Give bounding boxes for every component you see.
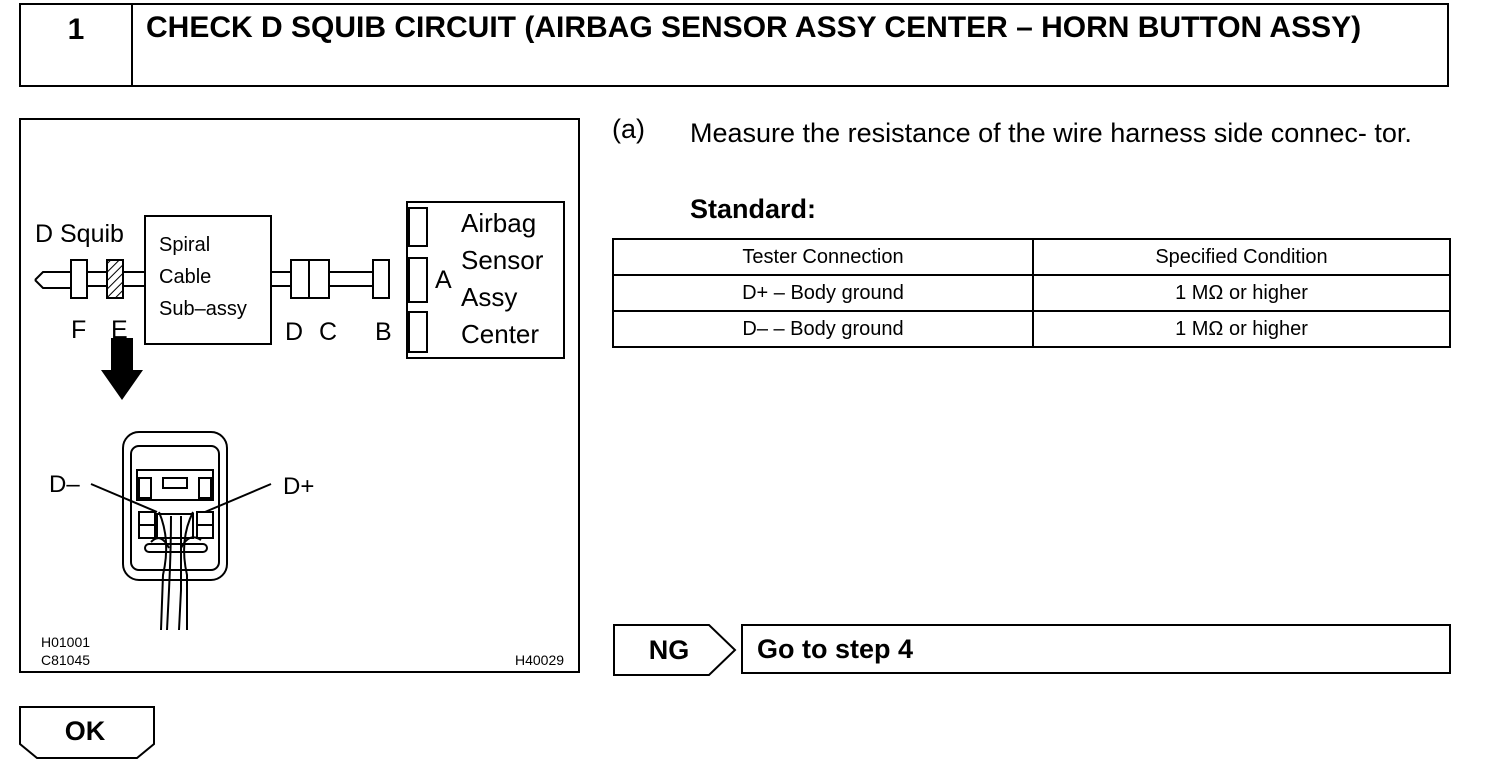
spiral-cable-box <box>144 215 272 345</box>
squib-label: D Squib <box>35 220 124 248</box>
ng-label: NG <box>649 635 690 665</box>
ok-tag: OK <box>19 706 155 759</box>
instruction-letter: (a) <box>612 114 645 144</box>
table-row: D– – Body ground 1 MΩ or higher <box>612 310 1451 348</box>
sensor-line-4: Center <box>461 319 539 349</box>
connector-face-icon <box>122 431 228 631</box>
spiral-line-3: Sub–assy <box>159 298 247 320</box>
terminal-plus-label: D+ <box>283 473 314 500</box>
step-title: CHECK D SQUIB CIRCUIT (AIRBAG SENSOR ASS… <box>146 11 1362 44</box>
code-left-2: C81045 <box>41 652 90 668</box>
connector-e <box>106 259 124 299</box>
cell-condition: 1 MΩ or higher <box>1032 274 1451 312</box>
connector-diagram: D Squib F E Spiral Cable Sub–assy <box>34 201 565 668</box>
header-tester-connection: Tester Connection <box>612 238 1034 276</box>
down-arrow-icon <box>101 338 143 400</box>
spiral-line-2: Cable <box>159 266 211 288</box>
table-row: D+ – Body ground 1 MΩ or higher <box>612 274 1451 312</box>
cell-condition: 1 MΩ or higher <box>1032 310 1451 348</box>
label-f: F <box>71 316 86 344</box>
ng-result-text: Go to step 4 <box>741 624 1451 674</box>
spec-table: Tester Connection Specified Condition D+… <box>612 238 1451 348</box>
label-b: B <box>375 318 392 346</box>
terminal-minus-label: D– <box>49 471 80 498</box>
label-a: A <box>435 266 452 294</box>
step-number: 1 <box>21 5 133 85</box>
table-header-row: Tester Connection Specified Condition <box>612 238 1451 276</box>
spiral-line-1: Spiral <box>159 234 210 256</box>
ng-tag: NG <box>613 624 737 676</box>
ok-label: OK <box>65 716 106 746</box>
instruction-text: Measure the resistance of the wire harne… <box>690 118 1412 148</box>
step-header: 1 CHECK D SQUIB CIRCUIT (AIRBAG SENSOR A… <box>19 3 1449 87</box>
connector-b <box>372 259 390 299</box>
airbag-sensor-box <box>406 201 565 359</box>
sensor-line-1: Airbag <box>461 208 536 238</box>
sensor-line-3: Assy <box>461 282 517 312</box>
code-right: H40029 <box>515 652 564 668</box>
connector-c <box>308 259 330 299</box>
header-specified-condition: Specified Condition <box>1032 238 1451 276</box>
connector-f <box>70 259 88 299</box>
cell-connection: D– – Body ground <box>612 310 1034 348</box>
label-c: C <box>319 318 337 346</box>
connector-d <box>290 259 310 299</box>
code-left-1: H01001 <box>41 634 90 650</box>
label-d: D <box>285 318 303 346</box>
cell-connection: D+ – Body ground <box>612 274 1034 312</box>
wiring-illustration: D Squib F E Spiral Cable Sub–assy <box>19 118 580 673</box>
sensor-line-2: Sensor <box>461 245 544 275</box>
standard-label: Standard: <box>690 194 817 224</box>
squib-wire-end-icon <box>34 271 71 289</box>
label-e: E <box>111 316 128 344</box>
